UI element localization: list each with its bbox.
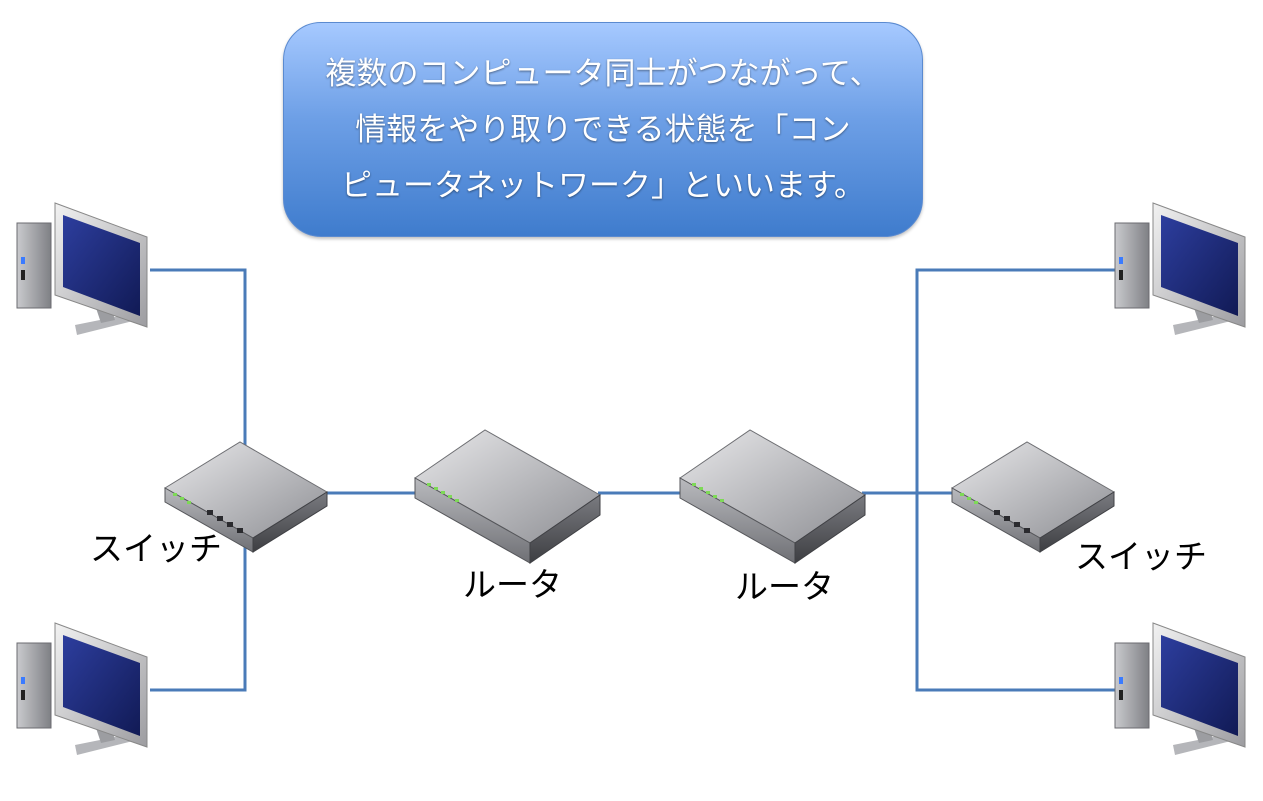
callout-line: 複数のコンピュータ同士がつながって、 [325, 55, 881, 92]
router-left-label: ルータ [463, 565, 562, 604]
computer-icon [16, 622, 148, 755]
computer-icon [1114, 622, 1246, 755]
computer-icon [16, 202, 148, 335]
links [150, 268, 1118, 692]
router-right-label: ルータ [735, 567, 834, 606]
link-left-upper-pc [150, 268, 247, 445]
switch-left-label: スイッチ [90, 529, 222, 568]
link-right-upper-pc [915, 268, 1118, 692]
switch-icon [951, 441, 1115, 553]
switch-right-label: スイッチ [1075, 537, 1207, 576]
link-left-lower-pc [150, 545, 247, 692]
computer-icon [1114, 202, 1246, 335]
switch-icon [164, 441, 328, 553]
callout-line: 情報をやり取りできる状態を「コン [355, 111, 851, 148]
router-icon [414, 429, 601, 564]
explanation-callout: 複数のコンピュータ同士がつながって、 情報をやり取りできる状態を「コン ピュータ… [283, 22, 923, 237]
callout-line: ピュータネットワーク」といいます。 [341, 167, 865, 204]
router-icon [679, 429, 866, 564]
